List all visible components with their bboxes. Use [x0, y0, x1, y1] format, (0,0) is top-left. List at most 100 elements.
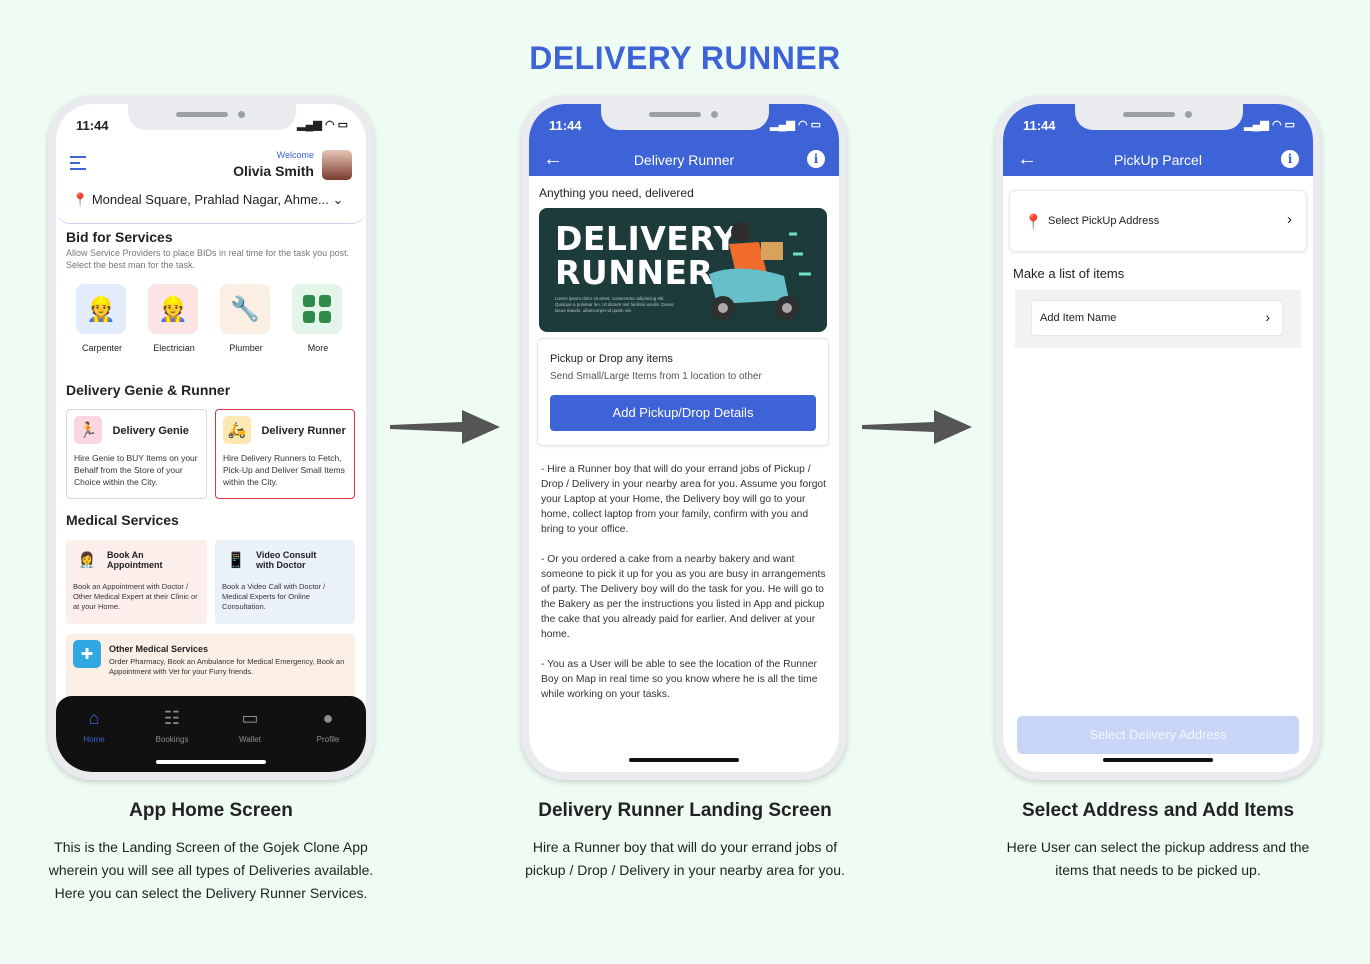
book-appointment-card[interactable]: 👩‍⚕️ Book An Appointment Book an Appoint…	[66, 540, 207, 624]
service-plumber[interactable]: 🔧 Plumber	[220, 284, 272, 353]
bottom-nav: ⌂ Home ☷ Bookings ▭ Wallet ●Profile	[56, 696, 366, 772]
chevron-right-icon: ›	[1265, 309, 1270, 325]
welcome-label: Welcome	[276, 150, 314, 160]
medical-section-title: Medical Services	[66, 512, 179, 528]
status-time: 11:44	[549, 118, 582, 133]
nav-wallet[interactable]: ▭ Wallet	[225, 708, 275, 744]
card-desc: Book an Appointment with Doctor / Other …	[73, 582, 198, 611]
signal-battery-icon: ▂▄▆ ◠ ▭	[1244, 119, 1295, 131]
video-call-icon: 📱	[226, 552, 246, 569]
app-bar: ← Delivery Runner i	[529, 144, 839, 176]
profile-icon: ●	[322, 708, 334, 728]
nav-label: Bookings	[155, 735, 189, 744]
pickup-address-label: Select PickUp Address	[1048, 215, 1160, 227]
delivery-genie-card[interactable]: 🏃 Delivery Genie Hire Genie to BUY Items…	[66, 409, 207, 499]
doctor-icon: 👩‍⚕️	[77, 552, 97, 569]
card-title: Book An Appointment	[107, 550, 163, 570]
caption-text: Hire a Runner boy that will do your erra…	[525, 839, 845, 878]
nav-label: Wallet	[239, 735, 261, 744]
home-indicator	[156, 760, 266, 764]
phone-notch	[1075, 104, 1243, 130]
location-selector[interactable]: 📍 Mondeal Square, Prahlad Nagar, Ahme...…	[72, 192, 343, 208]
caption-text: This is the Landing Screen of the Gojek …	[48, 839, 374, 901]
service-carpenter[interactable]: 👷 Carpenter	[76, 284, 128, 353]
service-label: Electrician	[153, 343, 195, 353]
info-icon[interactable]: i	[1281, 150, 1299, 168]
delivery-runner-banner: DELIVERY RUNNER Lorem ipsum dolor sit am…	[539, 208, 827, 332]
appbar-title: Delivery Runner	[633, 152, 735, 168]
caption-text: Here User can select the pickup address …	[1006, 839, 1310, 878]
card-title: Video Consult with Doctor	[256, 550, 317, 570]
appbar-title: PickUp Parcel	[1114, 152, 1202, 168]
phone-runner-landing: 11:44 ▂▄▆ ◠ ▭ ← Delivery Runner i Anythi…	[521, 96, 847, 780]
location-pin-icon: 📍	[72, 192, 89, 207]
add-item-label: Add Item Name	[1040, 312, 1117, 324]
location-text: Mondeal Square, Prahlad Nagar, Ahme...	[91, 192, 329, 207]
video-consult-card[interactable]: 📱 Video Consult with Doctor Book a Video…	[215, 540, 355, 624]
phone-notch	[601, 104, 769, 130]
items-list: Add Item Name ›	[1015, 290, 1301, 348]
other-medical-card[interactable]: ✚ Other Medical Services Order Pharmacy,…	[66, 634, 355, 698]
bookings-icon: ☷	[163, 708, 181, 728]
add-pickup-drop-button[interactable]: Add Pickup/Drop Details	[550, 395, 816, 431]
phone-notch	[128, 104, 296, 130]
grid-icon	[292, 284, 342, 334]
items-list-title: Make a list of items	[1013, 266, 1125, 281]
service-label: Plumber	[229, 343, 263, 353]
banner-title: DELIVERY RUNNER	[555, 222, 738, 290]
chevron-down-icon: ⌄	[332, 192, 344, 207]
delivery-genie-icon: 🏃	[74, 416, 102, 444]
service-label: More	[307, 343, 329, 353]
bid-section-subtitle: Allow Service Providers to place BIDs in…	[66, 248, 350, 270]
avatar[interactable]	[322, 150, 352, 180]
nav-profile[interactable]: ●Profile	[303, 708, 353, 744]
bid-section-title: Bid for Services	[66, 229, 173, 245]
card-title: Delivery Runner	[261, 425, 346, 438]
medical-kit-icon: ✚	[73, 640, 101, 668]
caption-title: Select Address and Add Items	[1021, 800, 1295, 821]
location-pin-icon: 📍	[1024, 214, 1043, 231]
electrician-icon: 👷	[148, 284, 198, 334]
home-indicator	[1103, 758, 1213, 762]
menu-icon[interactable]	[70, 156, 86, 174]
signal-battery-icon: ▂▄▆ ◠ ▭	[297, 119, 348, 131]
banner-title-line2: RUNNER	[555, 253, 714, 292]
banner-title-line1: DELIVERY	[555, 219, 738, 258]
user-name: Olivia Smith	[233, 163, 314, 179]
caption-runner: Delivery Runner Landing Screen Hire a Ru…	[515, 800, 855, 882]
card-desc: Order Pharmacy, Book an Ambulance for Me…	[109, 657, 345, 676]
add-item-field[interactable]: Add Item Name ›	[1031, 300, 1283, 336]
caption-address: Select Address and Add Items Here User c…	[988, 800, 1328, 882]
back-arrow-icon[interactable]: ←	[543, 148, 563, 170]
pickup-drop-card: Pickup or Drop any items Send Small/Larg…	[537, 338, 829, 446]
home-icon: ⌂	[88, 708, 100, 728]
card-title: Other Medical Services	[109, 644, 209, 654]
arrow-right-icon	[390, 410, 500, 444]
carpenter-icon: 👷	[76, 284, 126, 334]
back-arrow-icon[interactable]: ←	[1017, 148, 1037, 170]
delivery-runner-card[interactable]: 🛵 Delivery Runner Hire Delivery Runners …	[215, 409, 355, 499]
wallet-icon: ▭	[241, 708, 259, 728]
arrow-right-icon	[862, 410, 972, 444]
caption-title: App Home Screen	[129, 800, 293, 821]
info-icon[interactable]: i	[807, 150, 825, 168]
page-title: DELIVERY RUNNER	[529, 40, 841, 76]
service-electrician[interactable]: 👷 Electrician	[148, 284, 200, 353]
delivery-section-title: Delivery Genie & Runner	[66, 382, 231, 398]
nav-label: Home	[83, 735, 105, 744]
home-header: Welcome Olivia Smith 📍 Mondeal Square, P…	[56, 144, 366, 224]
signal-battery-icon: ▂▄▆ ◠ ▭	[770, 119, 821, 131]
banner-small-text: Lorem ipsum dolor sit amet, consectetur …	[555, 296, 675, 313]
runner-description: - Hire a Runner boy that will do your er…	[541, 464, 827, 700]
card-title: Delivery Genie	[112, 425, 189, 438]
phone-home-screen: 11:44 ▂▄▆ ◠ ▭ Welcome Olivia Smith 📍 Mon…	[48, 96, 374, 780]
service-more[interactable]: More	[292, 284, 344, 353]
select-delivery-address-button[interactable]: Select Delivery Address	[1017, 716, 1299, 754]
nav-home[interactable]: ⌂ Home	[69, 708, 119, 744]
select-pickup-address[interactable]: 📍 Select PickUp Address ›	[1009, 190, 1307, 252]
nav-bookings[interactable]: ☷ Bookings	[147, 708, 197, 744]
service-label: Carpenter	[81, 343, 123, 353]
card-desc: Hire Delivery Runners to Fetch, Pick-Up …	[223, 453, 345, 487]
caption-title: Delivery Runner Landing Screen	[538, 800, 832, 821]
delivery-runner-icon: 🛵	[223, 416, 251, 444]
